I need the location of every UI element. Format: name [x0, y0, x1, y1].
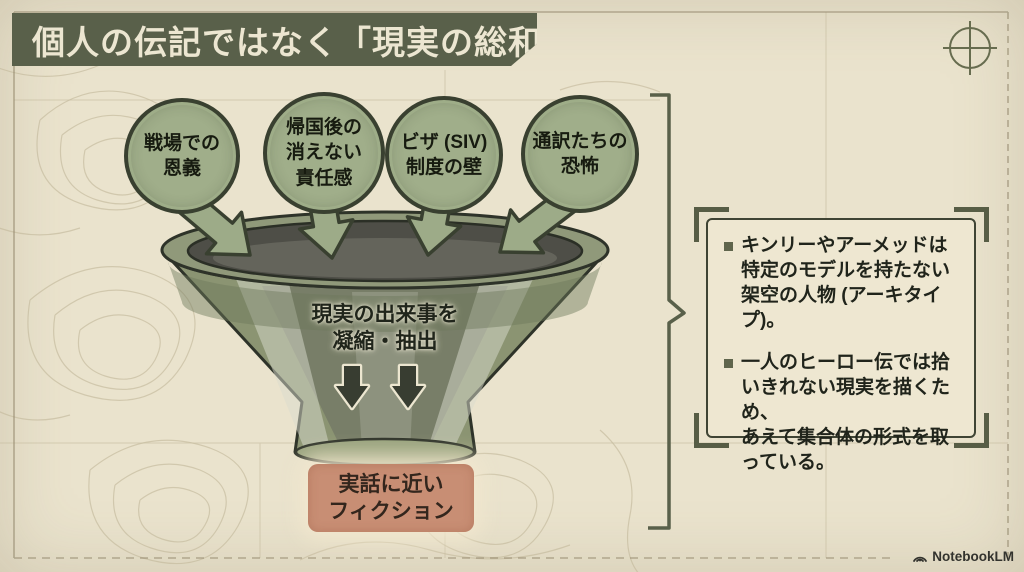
input-bubble-label: ビザ (SIV) 制度の壁 — [400, 131, 488, 178]
notes-panel: キンリーやアーメッドは 特定のモデルを持たない 架空の人物 (アーキタイプ)。 … — [706, 218, 976, 473]
title-banner: 個人の伝記ではなく「現実の総和」 — [12, 13, 537, 66]
input-bubble-label: 通訳たちの 恐怖 — [532, 130, 628, 177]
funnel-process-label: 現実の出来事を 凝縮・抽出 — [311, 303, 459, 354]
brace-connector — [648, 93, 686, 530]
bullet-square-icon — [724, 359, 733, 368]
corner-bracket — [694, 207, 729, 242]
output-label: 実話に近い フィクション — [328, 472, 454, 523]
bullet-square-icon — [724, 242, 733, 251]
condense-arrows — [333, 363, 427, 411]
input-bubble-label: 戦場での 恩義 — [143, 132, 220, 179]
notebooklm-logo: NotebookLM — [912, 549, 1014, 564]
input-bubble-battlefield: 戦場での 恩義 — [124, 98, 240, 214]
slide-title: 個人の伝記ではなく「現実の総和」 — [32, 23, 576, 61]
corner-bracket — [954, 207, 989, 242]
contour-lines — [0, 50, 661, 572]
note-text: 一人のヒーロー伝では拾 いきれない現実を描くため、 あえて集合体の形式を取 って… — [741, 352, 951, 473]
funnel-bowl — [160, 210, 610, 467]
note-bullet: 一人のヒーロー伝では拾 いきれない現実を描くため、 あえて集合体の形式を取 って… — [722, 350, 962, 475]
note-bullet: キンリーやアーメッドは 特定のモデルを持たない 架空の人物 (アーキタイプ)。 — [722, 233, 962, 333]
input-bubble-fear: 通訳たちの 恐怖 — [521, 95, 639, 213]
notebooklm-label: NotebookLM — [932, 549, 1014, 564]
note-text: キンリーやアーメッドは 特定のモデルを持たない 架空の人物 (アーキタイプ)。 — [741, 235, 951, 331]
corner-bracket — [954, 413, 989, 448]
crosshair-icon — [943, 21, 997, 75]
input-bubble-label: 帰国後の 消えない 責任感 — [285, 117, 362, 189]
input-bubble-responsibility: 帰国後の 消えない 責任感 — [263, 92, 385, 214]
output-box: 実話に近い フィクション — [308, 464, 474, 532]
input-bubble-visa: ビザ (SIV) 制度の壁 — [385, 96, 503, 214]
corner-bracket — [694, 413, 729, 448]
frame-border — [13, 11, 1009, 559]
notebooklm-icon — [913, 556, 928, 562]
